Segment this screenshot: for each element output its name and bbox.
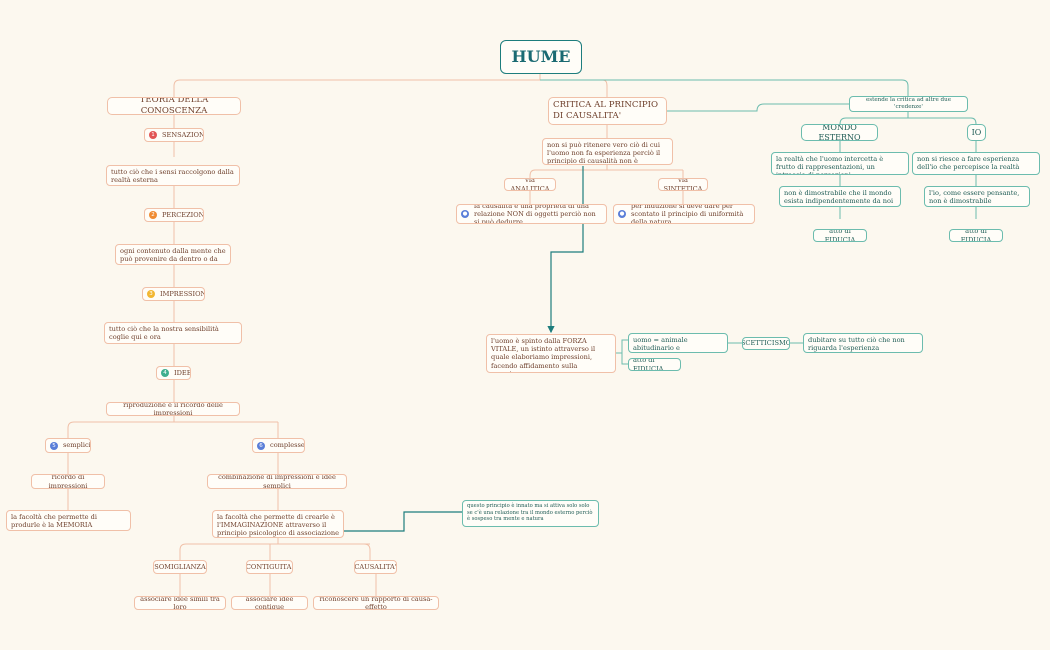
node-mondo-esterno[interactable]: MONDO ESTERNO (801, 124, 878, 141)
node-sensazioni-label: SENSAZIONI (162, 130, 204, 139)
node-via-analitica[interactable]: via ANALITICA (504, 178, 556, 191)
priority-5-icon: 5 (50, 441, 58, 450)
root-node[interactable]: HUME (500, 40, 582, 74)
node-analitica-desc[interactable]: ● la causalità è una proprietà di una re… (456, 204, 607, 224)
node-idee-label: IDEE (174, 368, 191, 377)
node-semplici-label: semplici (63, 441, 91, 450)
node-complesse-desc[interactable]: combinazione di impressioni e idee sempl… (207, 474, 347, 489)
node-sintetica-desc[interactable]: ● per induzione si deve dare per scontat… (613, 204, 755, 224)
node-io[interactable]: IO (967, 124, 986, 141)
node-idee-desc[interactable]: riproduzione e il ricordo delle impressi… (106, 402, 240, 416)
node-causalita[interactable]: CAUSALITA' (354, 560, 397, 574)
node-forza-vitale[interactable]: l'uomo è spinto dalla FORZA VITALE, un i… (486, 334, 616, 373)
topic-teoria-conoscenza[interactable]: TEORIA DELLA CONOSCENZA (107, 97, 241, 115)
node-percezioni[interactable]: 2 PERCEZIONI (144, 208, 204, 222)
node-complesse[interactable]: 6 complesse (252, 438, 305, 453)
node-percezioni-label: PERCEZIONI (162, 210, 204, 219)
node-somiglianza-desc[interactable]: associare idee simili tra loro (134, 596, 226, 610)
node-causalita-desc[interactable]: riconoscere un rapporto di causa-effetto (313, 596, 439, 610)
node-atto-fiducia[interactable]: atto di FIDUCIA (628, 358, 681, 371)
priority-3-icon: 3 (147, 290, 155, 298)
node-percezioni-desc[interactable]: ogni contenuto dalla mente che può prove… (115, 244, 231, 265)
node-io-desc2[interactable]: l'io, come essere pensante, non è dimost… (924, 186, 1030, 207)
node-principio-innato[interactable]: questo principio è innato ma si attiva s… (462, 500, 599, 527)
node-mondo-fiducia[interactable]: atto di FIDUCIA (813, 229, 867, 242)
node-credenze[interactable]: estende la critica ad altre due 'credenz… (849, 96, 968, 112)
node-immaginazione[interactable]: la facoltà che permette di crearle è l'I… (212, 510, 344, 538)
node-contiguita-desc[interactable]: associare idee contigue (231, 596, 308, 610)
node-dubitare[interactable]: dubitare su tutto ciò che non riguarda l… (803, 333, 923, 353)
node-sintetica-desc-text: per induzione si deve dare per scontato … (631, 204, 744, 224)
node-semplici-desc[interactable]: ricordo di impressioni (31, 474, 105, 489)
node-idee[interactable]: 4 IDEE (156, 366, 191, 380)
node-semplici[interactable]: 5 semplici (45, 438, 91, 453)
priority-4-icon: 4 (161, 369, 169, 377)
priority-6-icon: 6 (257, 441, 265, 450)
node-io-fiducia[interactable]: atto di FIDUCIA (949, 229, 1003, 242)
priority-1-icon: 1 (149, 131, 157, 139)
node-impressioni-label: IMPRESSIONI (160, 289, 205, 298)
topic-critica-causalita[interactable]: CRITICA AL PRINCIPIO DI CAUSALITA' (548, 97, 667, 125)
node-animale[interactable]: uomo = animale abitudinario e immaginant… (628, 333, 728, 353)
node-contiguita[interactable]: CONTIGUITA' (246, 560, 293, 574)
comment-icon: ● (618, 210, 626, 218)
node-sensazioni[interactable]: 1 SENSAZIONI (144, 128, 204, 142)
node-analitica-desc-text: la causalità è una proprietà di una rela… (474, 204, 596, 224)
node-impressioni[interactable]: 3 IMPRESSIONI (142, 287, 205, 301)
priority-2-icon: 2 (149, 211, 157, 219)
node-somiglianza[interactable]: SOMIGLIANZA (153, 560, 207, 574)
node-mondo-desc[interactable]: la realtà che l'uomo intercetta è frutto… (771, 152, 909, 175)
node-impressioni-desc[interactable]: tutto ciò che la nostra sensibilità cogl… (104, 322, 242, 344)
node-memoria[interactable]: la facoltà che permette di produrle è la… (6, 510, 131, 531)
node-mondo-desc2[interactable]: non è dimostrabile che il mondo esista i… (779, 186, 901, 207)
node-scetticismo[interactable]: SCETTICISMO (742, 337, 790, 350)
node-sensazioni-desc[interactable]: tutto ciò che i sensi raccolgono dalla r… (106, 165, 240, 186)
node-complesse-label: complesse (270, 441, 305, 450)
comment-icon: ● (461, 210, 469, 218)
node-via-sintetica[interactable]: via SINTETICA (658, 178, 708, 191)
node-critica-desc[interactable]: non si può ritenere vero ciò di cui l'uo… (542, 138, 673, 165)
node-io-desc[interactable]: non si riesce a fare esperienza dell'io … (912, 152, 1040, 175)
